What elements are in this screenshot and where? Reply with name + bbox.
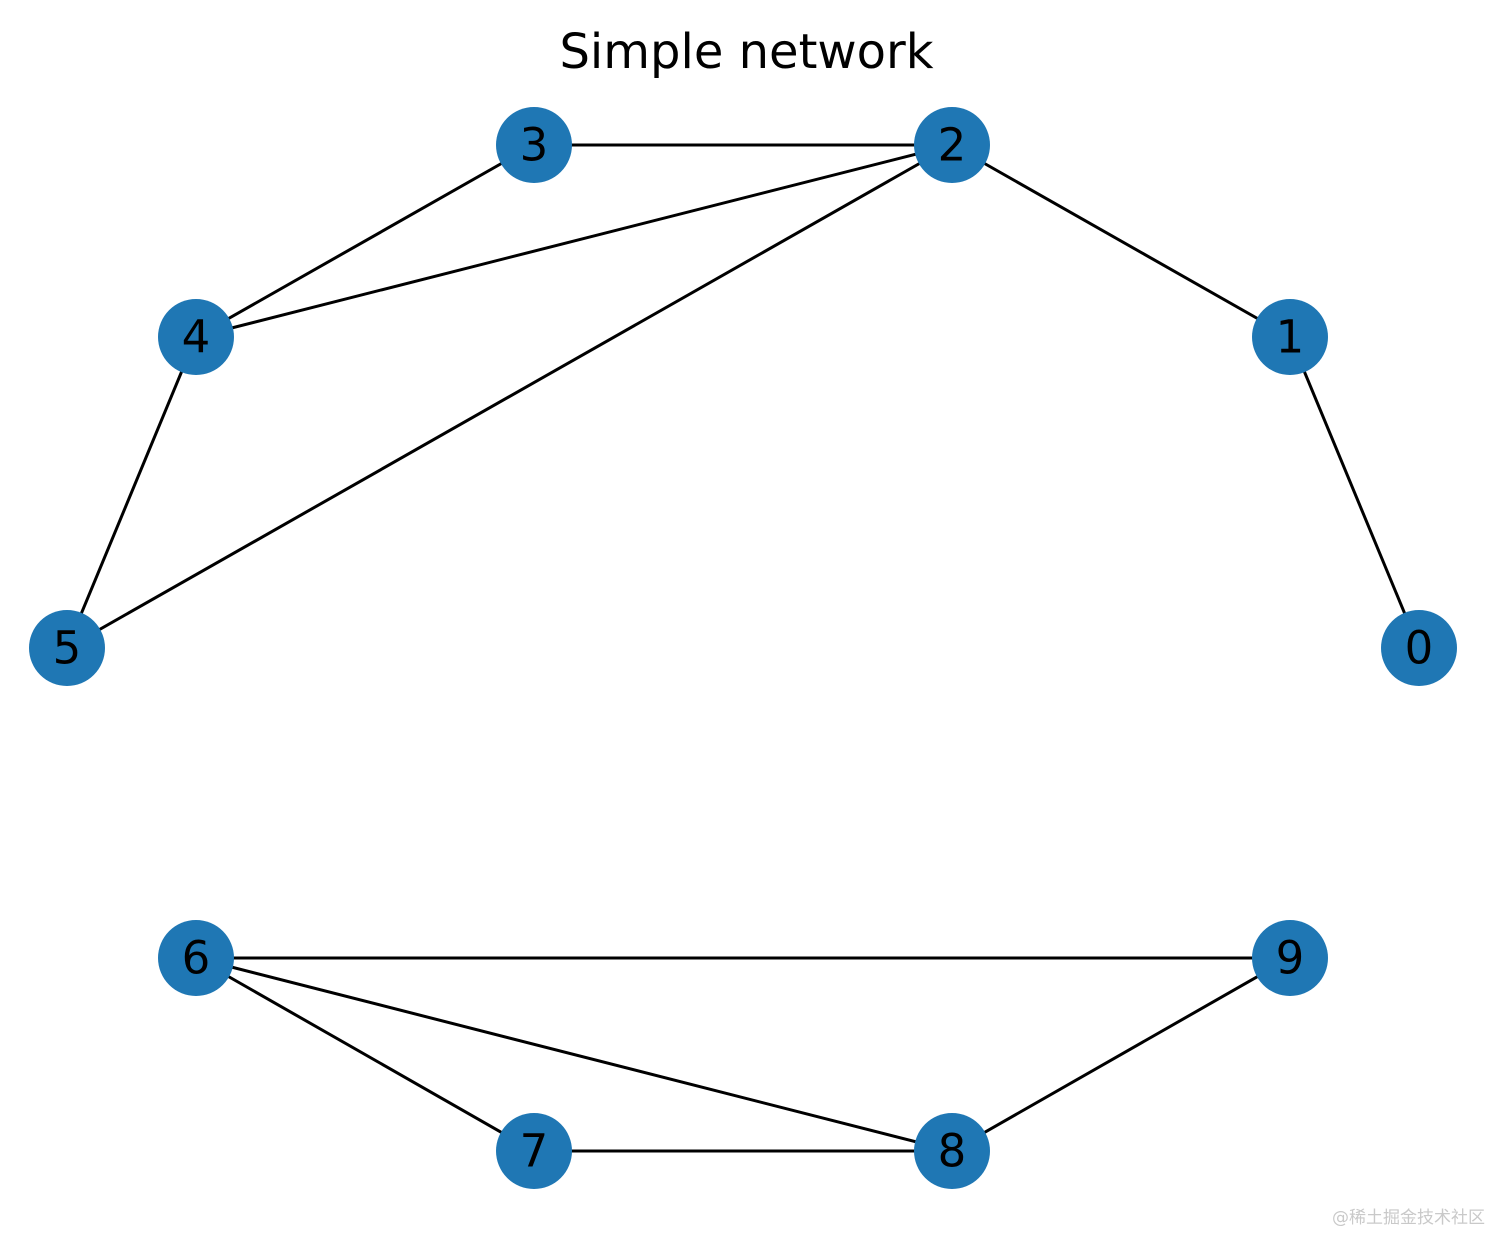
edge-3-4 <box>195 143 535 339</box>
node-label-6: 6 <box>182 932 211 985</box>
node-circle-8 <box>914 1113 990 1189</box>
node-circle-4 <box>158 299 234 375</box>
node-circle-9 <box>1252 920 1328 996</box>
edge-1-2 <box>951 143 1291 339</box>
nodes-layer: 0 1 2 3 4 5 6 7 8 9 <box>29 107 1457 1189</box>
node-2: 2 <box>914 107 990 183</box>
node-label-3: 3 <box>520 119 549 172</box>
node-label-0: 0 <box>1405 622 1434 675</box>
node-label-8: 8 <box>938 1125 967 1178</box>
edge-8-9 <box>951 956 1291 1153</box>
node-5: 5 <box>29 610 105 686</box>
node-label-9: 9 <box>1276 932 1305 985</box>
node-circle-6 <box>158 920 234 996</box>
node-6: 6 <box>158 920 234 996</box>
edge-6-8 <box>195 956 953 1153</box>
edge-2-5 <box>66 143 953 650</box>
edge-0-1 <box>1288 336 1421 649</box>
node-circle-3 <box>496 107 572 183</box>
diagram-title: Simple network <box>559 24 934 80</box>
node-circle-7 <box>496 1113 572 1189</box>
node-8: 8 <box>914 1113 990 1189</box>
edge-2-4 <box>195 143 953 339</box>
edges-layer <box>65 143 1421 1153</box>
edge-6-7 <box>195 956 535 1153</box>
node-circle-1 <box>1252 299 1328 375</box>
node-label-5: 5 <box>53 622 82 675</box>
node-7: 7 <box>496 1113 572 1189</box>
node-circle-0 <box>1381 610 1457 686</box>
node-0: 0 <box>1381 610 1457 686</box>
watermark: @稀土掘金技术社区 <box>1332 1208 1485 1228</box>
node-circle-5 <box>29 610 105 686</box>
node-circle-2 <box>914 107 990 183</box>
node-9: 9 <box>1252 920 1328 996</box>
node-1: 1 <box>1252 299 1328 375</box>
node-4: 4 <box>158 299 234 375</box>
node-3: 3 <box>496 107 572 183</box>
node-label-2: 2 <box>938 119 967 172</box>
node-label-1: 1 <box>1276 311 1305 364</box>
node-label-4: 4 <box>182 311 211 364</box>
node-label-7: 7 <box>520 1125 549 1178</box>
edge-4-5 <box>65 336 198 649</box>
